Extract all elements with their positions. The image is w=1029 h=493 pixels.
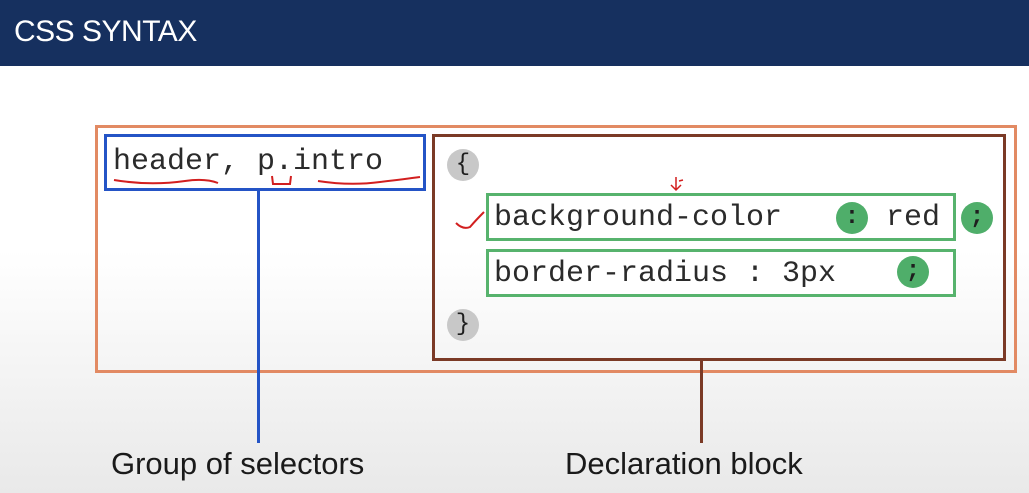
caption-selectors: Group of selectors: [111, 446, 365, 481]
declaration-2-text: border-radius : 3px: [494, 257, 837, 291]
declaration-block-pointer-line: [700, 361, 703, 443]
close-brace: }: [447, 309, 479, 341]
open-brace: {: [447, 149, 479, 181]
title-bar: CSS SYNTAX: [0, 0, 1029, 66]
declaration-2-semicolon: ;: [897, 256, 929, 288]
declaration-1-semicolon: ;: [961, 202, 993, 234]
declaration-2-outline: [486, 249, 956, 297]
selector-text: header, p.intro: [113, 145, 384, 179]
selector-pointer-line: [257, 191, 260, 443]
rule-outline: [95, 125, 1017, 373]
declaration-1-property: background-color: [494, 201, 783, 235]
declaration-1-outline: [486, 193, 956, 241]
caption-declaration-block: Declaration block: [565, 446, 803, 481]
declaration-1-colon: :: [836, 202, 868, 234]
declaration-1-value: red: [886, 201, 941, 235]
slide-title: CSS SYNTAX: [14, 15, 197, 48]
declaration-block-outline: [432, 134, 1006, 361]
